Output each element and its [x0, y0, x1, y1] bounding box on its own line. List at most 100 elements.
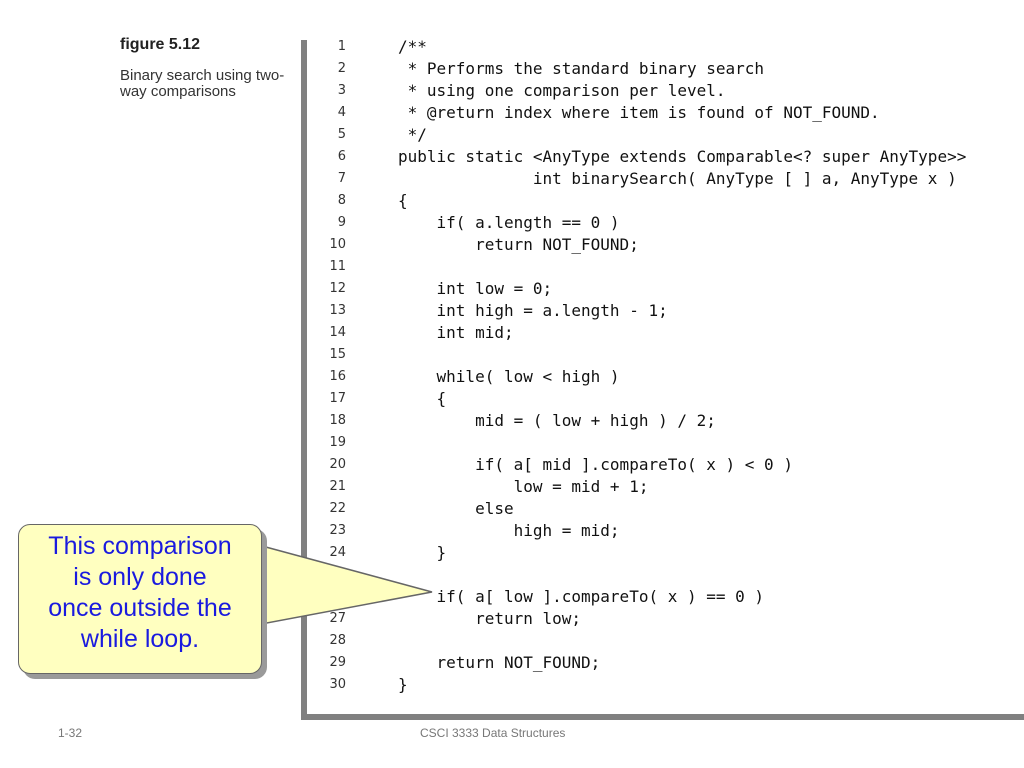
code-text: low = mid + 1;	[398, 477, 649, 496]
code-text: if( a[ mid ].compareTo( x ) < 0 )	[398, 455, 793, 474]
code-listing: 1 /** 2 * Performs the standard binary sea…	[320, 36, 1020, 696]
code-text: while( low < high )	[398, 367, 620, 386]
code-line: 7 int binarySearch( AnyType [ ] a, AnyTy…	[320, 168, 1020, 190]
line-number: 22	[329, 501, 346, 516]
code-text	[346, 564, 398, 586]
code-line: 12 int low = 0;	[320, 278, 1020, 300]
code-line: 2 * Performs the standard binary search	[320, 58, 1020, 80]
code-text: int mid;	[398, 323, 514, 342]
code-text: return NOT_FOUND;	[398, 653, 601, 672]
code-line: 18 mid = ( low + high ) / 2;	[320, 410, 1020, 432]
code-text: }	[398, 675, 408, 694]
line-number: 17	[329, 391, 346, 406]
line-number: 21	[329, 479, 346, 494]
code-text: int binarySearch( AnyType [ ] a, AnyType…	[398, 169, 957, 188]
code-line: 25	[320, 564, 1020, 586]
code-line: 10 return NOT_FOUND;	[320, 234, 1020, 256]
line-number: 16	[329, 369, 346, 384]
code-line: 1 /**	[320, 36, 1020, 58]
line-number: 15	[329, 347, 346, 362]
code-line: 24 }	[320, 542, 1020, 564]
code-text: if( a.length == 0 )	[398, 213, 620, 232]
line-number: 13	[329, 303, 346, 318]
line-number: 14	[329, 325, 346, 340]
code-text: int high = a.length - 1;	[398, 301, 668, 320]
code-text: {	[398, 191, 408, 210]
figure-caption: Binary search using two-way comparisons	[120, 67, 285, 100]
slide-number: 1-32	[58, 726, 83, 740]
code-line: 5 */	[320, 124, 1020, 146]
callout-line: while loop.	[80, 625, 200, 653]
code-line: 4 * @return index where item is found of…	[320, 102, 1020, 124]
code-text	[346, 432, 398, 454]
code-text	[346, 256, 398, 278]
code-line: 15	[320, 344, 1020, 366]
code-line: 23 high = mid;	[320, 520, 1020, 542]
line-number: 11	[329, 259, 346, 274]
callout-box	[18, 524, 262, 674]
code-line: 11	[320, 256, 1020, 278]
line-number: 23	[329, 523, 346, 538]
line-number: 12	[329, 281, 346, 296]
code-line: 8{	[320, 190, 1020, 212]
frame-bottom-bar	[301, 714, 1024, 720]
code-line: 27 return low;	[320, 608, 1020, 630]
line-number: 20	[329, 457, 346, 472]
line-number: 5	[337, 127, 346, 142]
code-text	[346, 344, 398, 366]
line-number: 6	[337, 149, 346, 164]
footer-course: CSCI 3333 Data Structures	[420, 726, 566, 740]
code-text: if( a[ low ].compareTo( x ) == 0 )	[398, 587, 765, 606]
code-line: 9 if( a.length == 0 )	[320, 212, 1020, 234]
code-text	[346, 630, 398, 652]
line-number: 29	[329, 655, 346, 670]
line-number: 27	[329, 611, 346, 626]
line-number: 24	[329, 545, 346, 560]
line-number: 4	[337, 105, 346, 120]
line-number: 26	[329, 589, 346, 604]
code-line: 16 while( low < high )	[320, 366, 1020, 388]
code-line: 29 return NOT_FOUND;	[320, 652, 1020, 674]
line-number: 10	[329, 237, 346, 252]
line-number: 9	[337, 215, 346, 230]
code-line: 14 int mid;	[320, 322, 1020, 344]
code-line: 22 else	[320, 498, 1020, 520]
code-line: 30}	[320, 674, 1020, 696]
line-number: 30	[329, 677, 346, 692]
code-text: */	[398, 125, 427, 144]
callout-line: once outside the	[48, 594, 232, 622]
code-text: return low;	[398, 609, 582, 628]
code-line: 19	[320, 432, 1020, 454]
code-text: * using one comparison per level.	[398, 81, 726, 100]
code-text: public static <AnyType extends Comparabl…	[398, 147, 967, 166]
line-number: 28	[329, 633, 346, 648]
code-line: 6 public static <AnyType extends Comparab…	[320, 146, 1020, 168]
callout-line: This comparison	[48, 532, 232, 560]
line-number: 25	[329, 567, 346, 582]
figure-title: figure 5.12	[120, 36, 201, 53]
code-line: 17 {	[320, 388, 1020, 410]
line-number: 2	[337, 61, 346, 76]
code-text: else	[398, 499, 514, 518]
code-line: 21 low = mid + 1;	[320, 476, 1020, 498]
code-text: return NOT_FOUND;	[398, 235, 639, 254]
line-number: 19	[329, 435, 346, 450]
callout-text: This comparison is only done once outsid…	[18, 531, 262, 655]
frame-left-bar	[301, 40, 307, 720]
code-text: /**	[398, 37, 427, 56]
code-line: 3 * using one comparison per level.	[320, 80, 1020, 102]
code-text: }	[398, 543, 447, 562]
code-text: mid = ( low + high ) / 2;	[398, 411, 716, 430]
line-number: 18	[329, 413, 346, 428]
code-text: int low = 0;	[398, 279, 553, 298]
code-text: {	[398, 389, 447, 408]
code-line: 20 if( a[ mid ].compareTo( x ) < 0 )	[320, 454, 1020, 476]
code-line: 28	[320, 630, 1020, 652]
code-text: high = mid;	[398, 521, 620, 540]
line-number: 7	[337, 171, 346, 186]
code-line: 26 if( a[ low ].compareTo( x ) == 0 )	[320, 586, 1020, 608]
code-line: 13 int high = a.length - 1;	[320, 300, 1020, 322]
callout-line: is only done	[73, 563, 207, 591]
line-number: 8	[337, 193, 346, 208]
line-number: 1	[337, 39, 346, 54]
